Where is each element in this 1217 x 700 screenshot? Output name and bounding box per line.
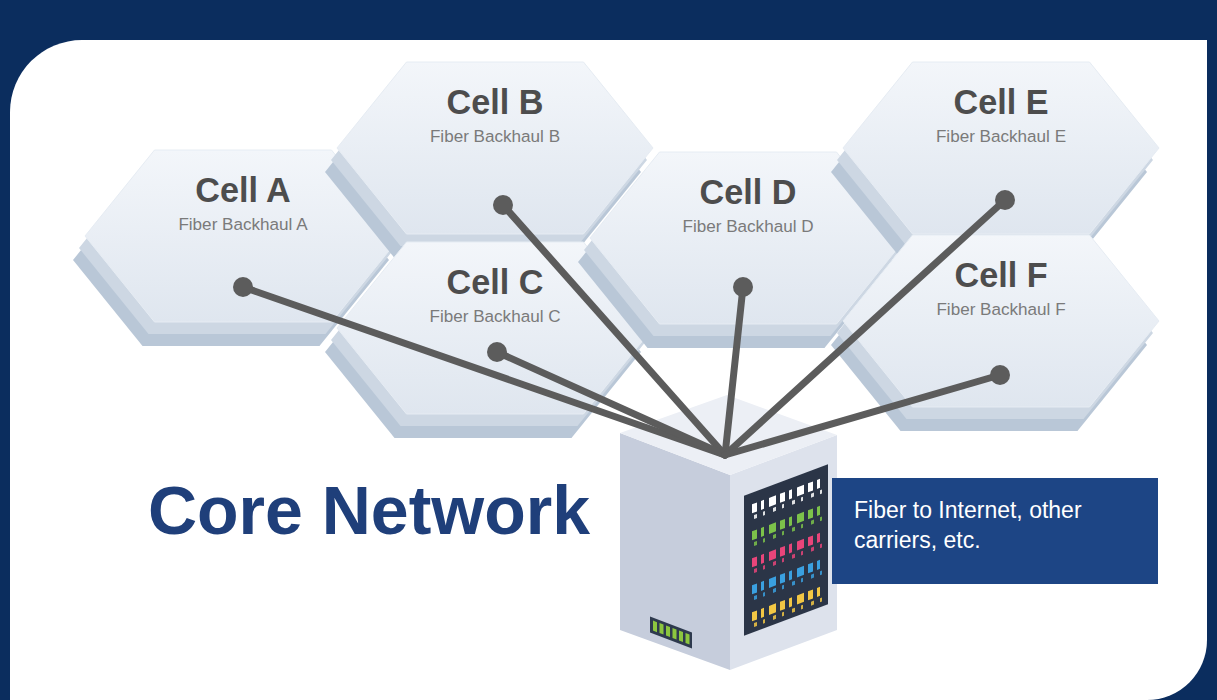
backhaul-label: Fiber Backhaul E <box>843 126 1159 148</box>
cell-name: Cell E <box>843 84 1159 122</box>
backhaul-label: Fiber Backhaul A <box>85 214 401 236</box>
core-server: Core Network <box>612 395 842 673</box>
cell-name: Cell F <box>843 257 1159 295</box>
cell-name: Cell C <box>337 264 653 302</box>
backhaul-dot <box>990 365 1010 385</box>
core-network-heading: Core Network <box>148 473 590 548</box>
backhaul-dot <box>733 277 753 297</box>
backhaul-link <box>725 287 743 455</box>
cell-labels: Cell D Fiber Backhaul D <box>590 152 906 238</box>
cell-labels: Cell E Fiber Backhaul E <box>843 62 1159 148</box>
cell-hexagon: Cell C Fiber Backhaul C <box>337 242 653 414</box>
cell-hexagon: Cell A Fiber Backhaul A <box>85 150 401 322</box>
cell-labels: Cell A Fiber Backhaul A <box>85 150 401 236</box>
cell-hexagon: Cell F Fiber Backhaul F <box>843 235 1159 407</box>
cell-hexagon: Cell D Fiber Backhaul D <box>590 152 906 324</box>
backhaul-label: Fiber Backhaul D <box>590 216 906 238</box>
server-illustration <box>612 395 842 673</box>
backhaul-label: Fiber Backhaul B <box>337 126 653 148</box>
cell-labels: Cell F Fiber Backhaul F <box>843 235 1159 321</box>
cell-name: Cell B <box>337 84 653 122</box>
backhaul-link <box>725 375 1000 455</box>
backhaul-link <box>503 205 725 455</box>
backhaul-link <box>725 200 1005 455</box>
cell-hexagon: Cell B Fiber Backhaul B <box>337 62 653 234</box>
backhaul-link <box>243 287 725 455</box>
backhaul-dot <box>995 190 1015 210</box>
backhaul-dot <box>487 342 507 362</box>
internet-box: Fiber to Internet, other carriers, etc. <box>832 478 1158 584</box>
internet-label: Fiber to Internet, other carriers, etc. <box>854 496 1084 556</box>
backhaul-dot <box>493 195 513 215</box>
backhaul-label: Fiber Backhaul C <box>337 306 653 328</box>
cell-labels: Cell C Fiber Backhaul C <box>337 242 653 328</box>
cell-name: Cell A <box>85 172 401 210</box>
cell-labels: Cell B Fiber Backhaul B <box>337 62 653 148</box>
cell-name: Cell D <box>590 174 906 212</box>
backhaul-label: Fiber Backhaul F <box>843 299 1159 321</box>
backhaul-link <box>497 352 725 455</box>
cell-hexagon: Cell E Fiber Backhaul E <box>843 62 1159 234</box>
backhaul-dot <box>233 277 253 297</box>
